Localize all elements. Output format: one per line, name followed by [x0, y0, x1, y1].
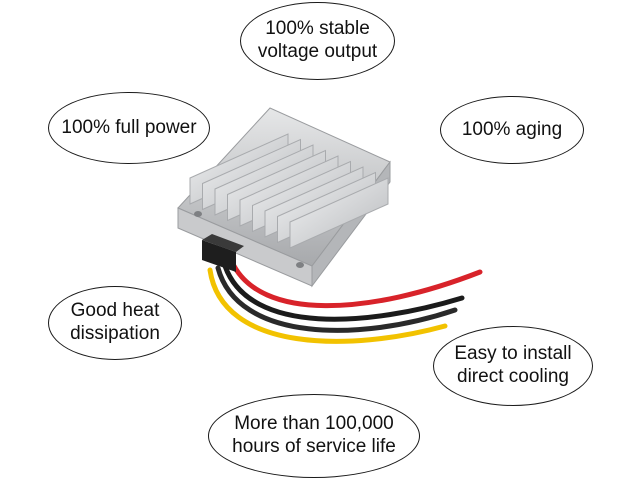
wire-grommet	[202, 234, 244, 272]
wire-bundle	[207, 259, 483, 344]
wire-black	[215, 265, 458, 333]
feature-text: 100% full power	[61, 116, 197, 138]
feature-text-line: More than 100,000	[234, 413, 394, 435]
feature-text: 100% aging	[461, 118, 563, 140]
feature-text-line: Good heat	[70, 300, 160, 322]
feature-bubble-service-life: More than 100,000 hours of service life	[208, 394, 420, 478]
heat-sink-fins	[189, 133, 389, 249]
feature-text-line: voltage output	[257, 41, 378, 62]
wire-black	[222, 263, 465, 322]
feature-bubble-install-cooling: Easy to install direct cooling	[433, 326, 593, 406]
wire-yellow	[207, 267, 448, 344]
dc-converter-module-icon	[177, 107, 483, 344]
feature-bubble-heat-dissipation: Good heat dissipation	[48, 286, 182, 360]
feature-text-line: dissipation	[70, 323, 160, 344]
feature-bubble-full-power: 100% full power	[48, 92, 210, 164]
feature-text-line: Easy to install	[454, 343, 572, 365]
feature-bubble-aging: 100% aging	[440, 96, 584, 164]
heat-sink-fin	[289, 177, 389, 249]
feature-text-line: hours of service life	[232, 436, 396, 457]
feature-text-line: direct cooling	[457, 366, 569, 387]
feature-bubble-stable-output: 100% stable voltage output	[240, 2, 395, 80]
feature-text-line: 100% stable	[265, 18, 370, 40]
wire-red	[229, 259, 483, 309]
